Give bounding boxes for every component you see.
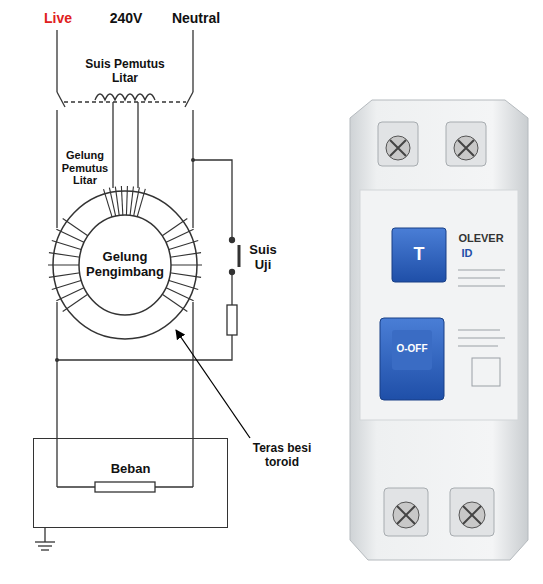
brand-label: OLEVER xyxy=(452,232,510,245)
phase-label: Neutral xyxy=(166,10,226,26)
phase-label: Live xyxy=(38,10,78,26)
part-label: Gelung Pemutus Litar xyxy=(61,149,109,187)
part-label: Suis Uji xyxy=(246,243,280,273)
voltage-label: 240V xyxy=(104,10,148,26)
load-box: Beban xyxy=(33,438,228,528)
model-label: ID xyxy=(452,247,482,260)
toggle-label: O-OFF xyxy=(392,343,432,355)
part-label: Teras besi toroid xyxy=(244,442,320,470)
load-label: Beban xyxy=(34,461,227,476)
part-label: Suis Pemutus Litar xyxy=(80,58,170,86)
coil-label: Gelung Pengimbang xyxy=(82,250,168,280)
toroid-core: Gelung Pengimbang xyxy=(52,190,198,340)
button-label: T xyxy=(404,244,434,265)
